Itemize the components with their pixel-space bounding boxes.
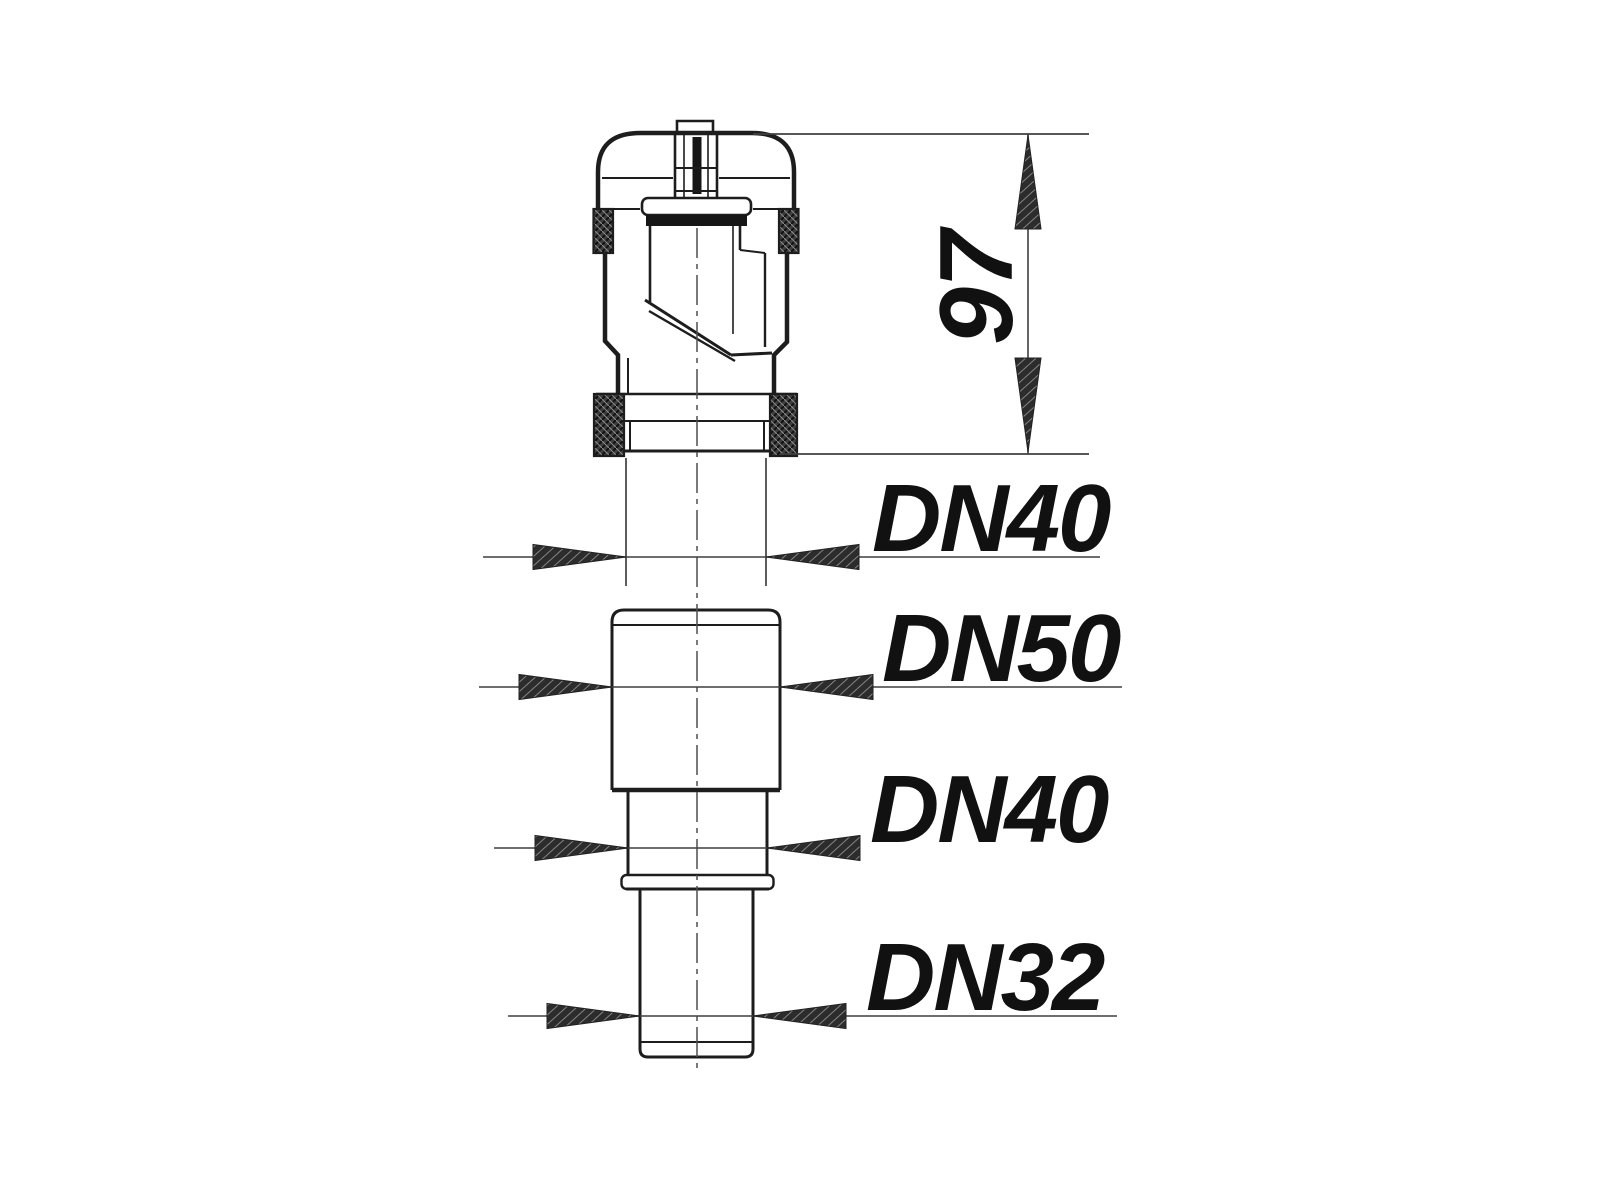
- arrow-left-icon: [752, 1002, 847, 1030]
- arrow-right-icon: [534, 834, 629, 862]
- cap-knurl-left: [592, 207, 615, 255]
- nut-knurl-left: [592, 392, 626, 458]
- cartridge-band: [646, 215, 747, 226]
- stem-slot: [692, 137, 702, 194]
- dimension-dn40-outlet: DN40: [483, 458, 1113, 586]
- reducer-dn50-section: [610, 608, 782, 790]
- body-wall-left: [602, 253, 621, 394]
- label-reducer-bottom: DN32: [866, 924, 1105, 1031]
- reducer-adapter: [610, 608, 782, 1059]
- arrow-left-icon: [779, 673, 874, 701]
- dimension-dn32: DN32: [508, 924, 1117, 1031]
- label-reducer-top: DN50: [882, 595, 1121, 702]
- arrow-right-icon: [532, 543, 627, 571]
- cartridge-plate: [640, 196, 753, 217]
- dimension-dn50: DN50: [479, 595, 1123, 702]
- nut-knurl-right: [768, 392, 799, 458]
- arrow-right-icon: [546, 1002, 641, 1030]
- valve-cap-boss: [675, 119, 715, 132]
- cap-knurl-right: [777, 207, 800, 255]
- seat-diagonal-upper: [644, 298, 732, 357]
- cartridge-step: [739, 249, 766, 254]
- dimension-97: 97: [753, 133, 1089, 455]
- seat-horizontal: [730, 351, 773, 357]
- seat-diagonal-lower: [648, 309, 736, 363]
- arrow-down-icon: [1014, 357, 1042, 453]
- valve-body: [592, 119, 800, 458]
- arrow-up-icon: [1014, 134, 1042, 230]
- valve-cap-dome: [595, 130, 797, 214]
- label-valve-outlet: DN40: [872, 465, 1111, 572]
- arrow-left-icon: [766, 834, 861, 862]
- arrow-right-icon: [518, 673, 613, 701]
- label-overall-height: 97: [919, 226, 1035, 345]
- dimension-dn40-middle: DN40: [494, 756, 1111, 863]
- label-reducer-middle: DN40: [870, 756, 1109, 863]
- body-wall-right: [771, 253, 790, 394]
- arrow-left-icon: [765, 543, 860, 571]
